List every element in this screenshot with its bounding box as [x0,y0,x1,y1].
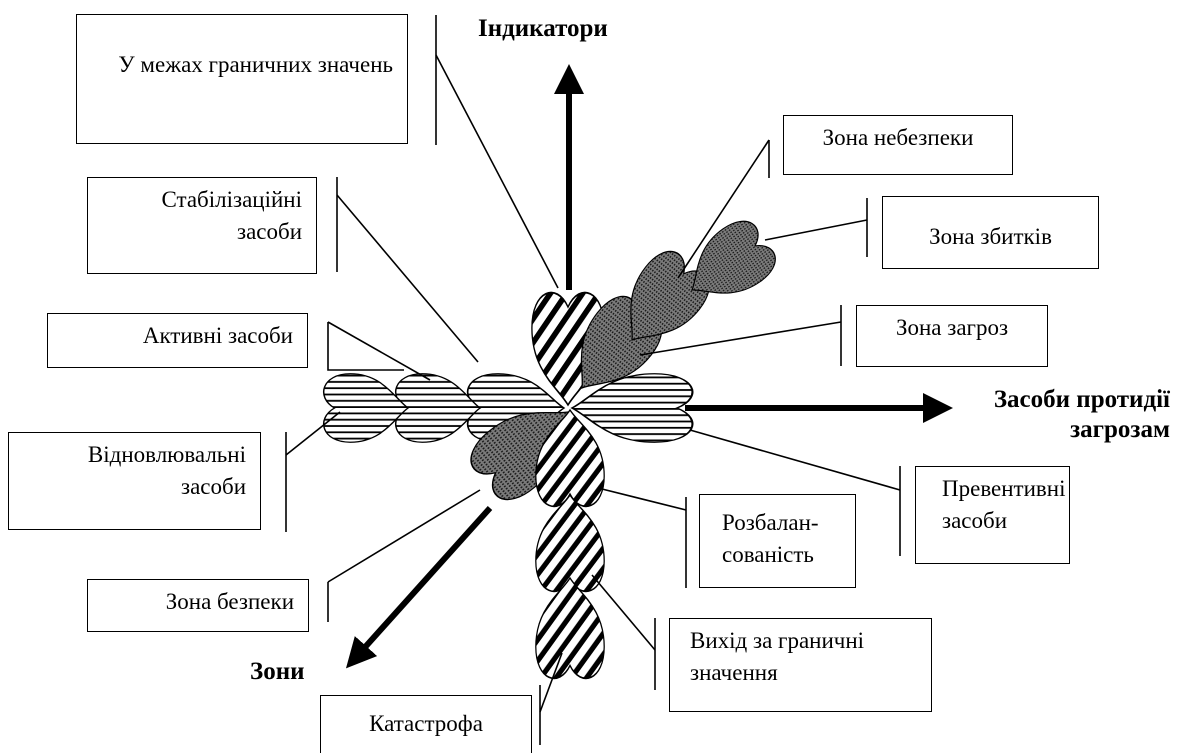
leader-imbalance-link [598,488,686,510]
petal-catastrophe [536,578,604,678]
petals [324,213,783,678]
catastrophe-box: Катастрофа [320,695,532,753]
active-box: Активні засоби [47,313,308,368]
countermeasures-axis-label: Засоби протидії загрозам [955,385,1170,445]
leader-active-link [328,322,430,380]
loss-zone-box: Зона збитків [882,196,1099,269]
zones-axis-arrow [358,508,490,655]
danger-zone-box: Зона небезпеки [783,115,1013,175]
restorative-box: Відновлювальні засоби [8,432,261,530]
leader-preventive-link [690,430,900,490]
petal-active-3 [324,374,408,442]
indicators-axis-label: Індикатори [478,14,608,44]
leader-stabilizing-link [337,195,478,362]
stabilizing-box: Стабілізаційні засоби [87,177,317,274]
leader-safety-link [328,490,480,582]
leader-within-limits-link [436,55,558,288]
safety-zone-box: Зона безпеки [87,579,309,632]
imbalance-box: Розбалан-сованість [699,494,856,588]
threat-zone-box: Зона загроз [856,305,1048,367]
leader-losses-link [765,220,867,240]
within-limits-box: У межах граничних значень [76,14,408,144]
out-of-limits-box: Вихід за граничні значення [669,618,932,712]
preventive-box: Превентивні засоби [915,466,1070,564]
zones-axis-label: Зони [250,657,305,687]
